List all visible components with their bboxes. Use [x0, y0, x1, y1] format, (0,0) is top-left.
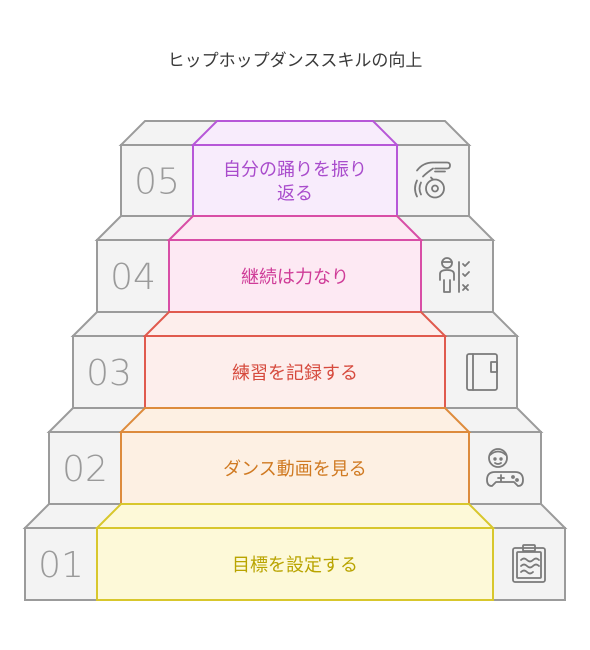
step-02: 02 ダンス動画を見る [46, 407, 544, 505]
step-label: 目標を設定する [232, 555, 358, 576]
step-label: ダンス動画を見る [223, 459, 367, 480]
step-color-top [118, 407, 472, 433]
step-color-top [142, 311, 448, 337]
step-color-top [94, 503, 496, 529]
diagram-title: ヒップホップダンススキルの向上 [167, 51, 423, 71]
step-04: 04 継続は力なり [94, 215, 496, 313]
step-color-top [166, 215, 424, 241]
step-label: 返る [277, 184, 313, 205]
step-number: 01 [38, 545, 84, 586]
step-color-front [192, 144, 398, 217]
step-color-top [190, 120, 400, 146]
step-number: 03 [86, 353, 132, 394]
step-number: 05 [134, 162, 180, 203]
person-checklist-icon [439, 257, 470, 293]
step-color-front [144, 335, 446, 409]
hand-disc-icon [414, 161, 451, 199]
clipboard-icon [512, 544, 546, 583]
step-01: 01 目標を設定する [22, 503, 568, 601]
step-color-front [120, 431, 470, 505]
gamer-icon [486, 448, 524, 487]
step-color-front [168, 239, 422, 313]
step-number: 04 [110, 257, 156, 298]
step-label: 継続は力なり [241, 267, 349, 288]
step-label: 練習を記録する [232, 363, 358, 384]
step-label: 自分の踊りを振り [223, 160, 367, 181]
step-number: 02 [62, 449, 108, 490]
step-03: 03 練習を記録する [70, 311, 520, 409]
notebook-icon [466, 353, 498, 391]
step-color-front [96, 527, 494, 601]
